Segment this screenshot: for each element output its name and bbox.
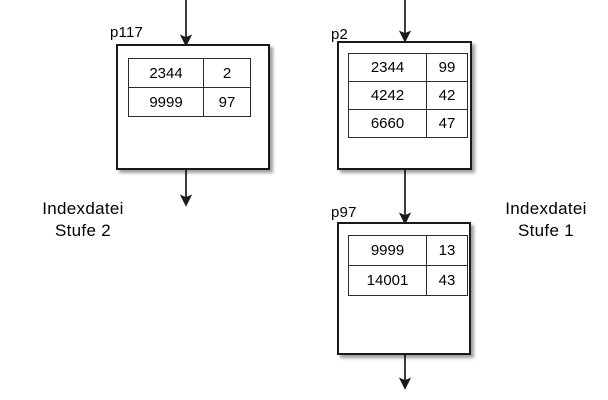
entry-key: 9999 [128, 87, 204, 117]
entry-key: 4242 [348, 81, 427, 110]
table-row: 6660 47 [348, 109, 468, 138]
entry-pointer: 42 [426, 81, 468, 110]
caption-left: Indexdatei Stufe 2 [18, 198, 148, 242]
entry-table-p97: 9999 13 14001 43 [348, 235, 468, 296]
table-row: 4242 42 [348, 81, 468, 110]
caption-left-line2: Stufe 2 [55, 221, 111, 240]
entry-key: 2344 [128, 58, 204, 88]
table-row: 9999 13 [348, 235, 468, 266]
entry-table-p2: 2344 99 4242 42 6660 47 [348, 53, 468, 138]
node-label-p117: p117 [110, 24, 144, 41]
entry-pointer: 99 [426, 53, 468, 82]
table-row: 2344 99 [348, 53, 468, 82]
node-label-p2: p2 [331, 26, 349, 43]
entry-key: 2344 [348, 53, 427, 82]
caption-right-line1: Indexdatei [505, 199, 587, 218]
entry-pointer: 13 [426, 235, 468, 266]
entry-key: 6660 [348, 109, 427, 138]
entry-key: 9999 [348, 235, 427, 266]
entry-pointer: 2 [203, 58, 251, 88]
entry-pointer: 47 [426, 109, 468, 138]
entry-pointer: 97 [203, 87, 251, 117]
entry-key: 14001 [348, 265, 427, 296]
entry-table-p117: 2344 2 9999 97 [128, 58, 251, 117]
table-row: 2344 2 [128, 58, 251, 88]
caption-right-line2: Stufe 1 [518, 221, 574, 240]
caption-left-line1: Indexdatei [42, 199, 124, 218]
caption-right: Indexdatei Stufe 1 [490, 198, 602, 242]
node-label-p97: p97 [331, 204, 357, 221]
table-row: 9999 97 [128, 87, 251, 117]
table-row: 14001 43 [348, 265, 468, 296]
entry-pointer: 43 [426, 265, 468, 296]
